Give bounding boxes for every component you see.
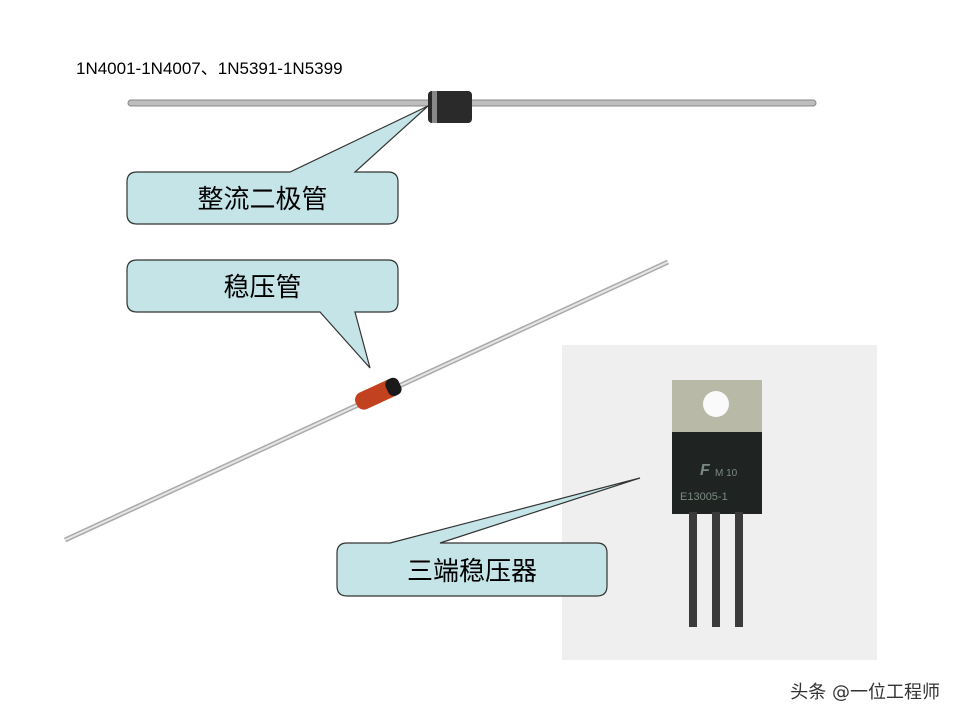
regulator-image: F M 10 E13005-1 (562, 345, 877, 660)
callout-regulator-shape (336, 477, 641, 597)
callout-zener-diode: 稳压管 (223, 273, 302, 303)
callout-rectifier-diode: 整流二极管 (197, 185, 328, 215)
callout-three-terminal-regulator: 三端稳压器 (406, 557, 537, 587)
slide-title: 1N4001-1N4007、1N5391-1N5399 (76, 59, 343, 78)
callout-zener-shape (126, 259, 399, 369)
watermark: 头条 @一位工程师 (790, 682, 940, 703)
rectifier-diode-image (127, 91, 817, 123)
svg-text:F: F (700, 462, 711, 479)
callout-rectifier-shape (126, 105, 429, 225)
svg-text:E13005-1: E13005-1 (680, 491, 728, 503)
svg-text:M 10: M 10 (715, 468, 738, 479)
zener-diode-image (63, 259, 670, 543)
